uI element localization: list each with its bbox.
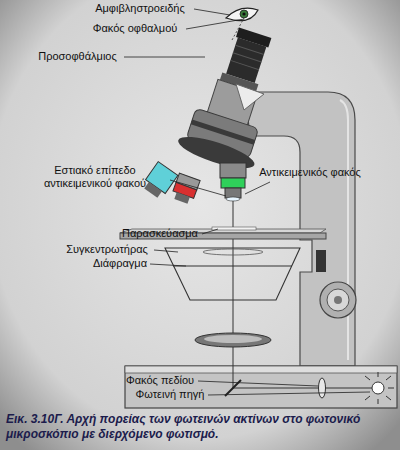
- figure-caption: Εικ. 3.10Γ. Αρχή πορείας των φωτεινών ακ…: [6, 412, 394, 442]
- part-label: Αντικειμενικός φακός: [255, 166, 365, 179]
- prism-housing: [236, 84, 264, 110]
- light-ray-stroke: [378, 372, 379, 377]
- light-ray-stroke: [365, 396, 370, 400]
- part-label: Εστιακό επίπεδο αντικειμενικού φακού: [20, 164, 170, 190]
- leader-line: [202, 229, 218, 234]
- focus-knob: [320, 282, 356, 318]
- base-top-face: [125, 366, 397, 373]
- eye-iris: [240, 10, 248, 18]
- diaphragm: [173, 265, 292, 266]
- eyepiece-rib: [235, 45, 264, 54]
- light-ray-stroke: [386, 396, 391, 400]
- leader-line: [186, 19, 244, 29]
- part-label: Φωτεινή πηγή: [120, 388, 220, 401]
- part-label: Παρασκεύασμα: [110, 227, 210, 240]
- part-label: Συγκεντρωτήρας: [48, 243, 166, 256]
- leader-line: [208, 392, 370, 395]
- base-lens-face: [204, 335, 262, 343]
- objective-tip: [174, 192, 190, 203]
- eyepiece-rib: [230, 60, 259, 69]
- part-label: Προσοφθάλμιος: [25, 50, 130, 63]
- light-bulb: [372, 382, 384, 394]
- leader-line: [170, 180, 226, 196]
- objective-lens: [226, 197, 240, 201]
- part-label: Φακός πεδίου: [110, 374, 210, 387]
- arm-highlight: [340, 100, 348, 360]
- field-lens: [319, 378, 326, 398]
- light-ray: [232, 18, 244, 40]
- microscope-base: [125, 366, 397, 408]
- condenser: [165, 248, 300, 300]
- eye-outline: [226, 8, 258, 20]
- objective-band: [221, 178, 245, 188]
- leader-line: [245, 182, 270, 194]
- part-label: Διάφραγμα: [72, 257, 168, 270]
- light-ray-stroke: [388, 388, 394, 389]
- leader-line: [124, 57, 205, 58]
- part-label: Αμφιβληστροειδής: [70, 2, 210, 15]
- light-ray-stroke: [386, 376, 391, 380]
- objective-barrel: [220, 163, 246, 178]
- specimen-slide: [212, 227, 256, 230]
- leader-line: [150, 264, 186, 266]
- base-lens-disc: [195, 333, 271, 347]
- focus-knob-center: [334, 296, 342, 304]
- focus-knob-inner: [327, 289, 349, 311]
- eye-pupil: [242, 12, 245, 15]
- part-label: Φακός οφθαλμού: [70, 22, 200, 35]
- objective-tip: [225, 188, 241, 198]
- leader-line: [154, 250, 178, 252]
- objective-tip: [144, 182, 162, 198]
- objective-red: [171, 173, 201, 205]
- microscope-head: [175, 20, 293, 174]
- leader-line: [198, 381, 318, 386]
- light-ray-stroke: [378, 399, 379, 404]
- leader-line: [194, 9, 230, 15]
- light-ray-stroke: [365, 376, 370, 380]
- eyepiece-rib: [233, 53, 262, 62]
- condenser-knob: [316, 250, 326, 272]
- condenser-lens: [203, 249, 263, 255]
